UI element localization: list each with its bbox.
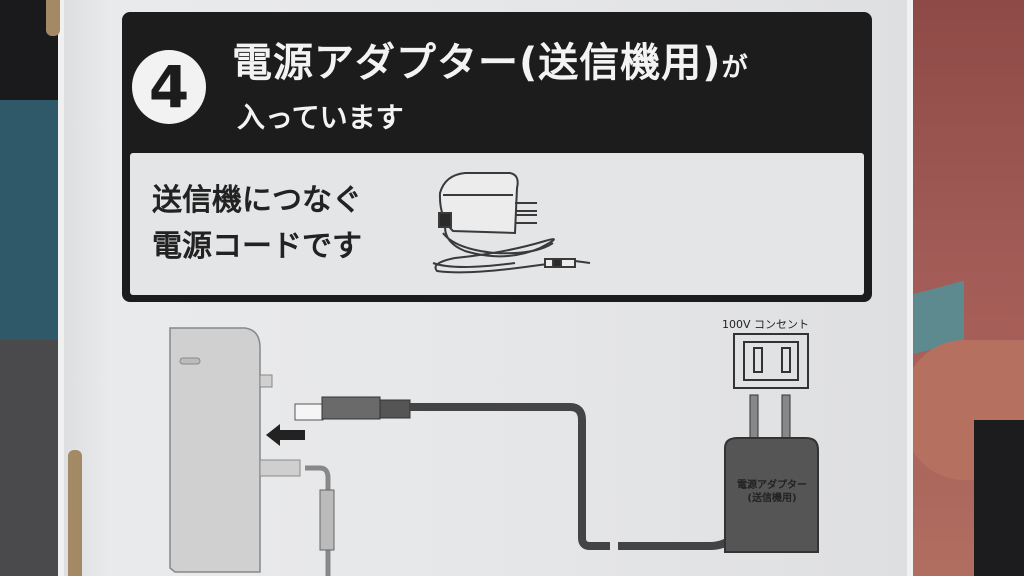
ac-adapter-icon [432,172,591,274]
banner-title-line1: 電源アダプター(送信機用)が [232,30,749,88]
description-line2: 電源コードです [152,229,362,264]
banner-title-line2: 入っています [237,101,404,134]
insert-arrow-icon [266,424,305,446]
title-text: 電源アダプター(送信機用) [232,40,722,86]
title-particle: が [721,53,749,83]
power-adapter-icon [724,437,819,553]
description-line1: 送信機につなぐ [152,183,362,218]
audio-cable [305,465,335,576]
transmitter-icon [169,327,301,573]
box-flap-top [46,0,60,36]
wall-outlet-icon [733,333,809,389]
adapter-label-line2: (送信機用) [747,493,797,504]
description-text: 送信機につなぐ 電源コードです [152,178,362,270]
box-flap-bottom [68,450,82,576]
dc-plug-cable [294,396,738,550]
outlet-label: 100V コンセント [722,318,810,331]
adapter-label-line1: 電源アダプター [737,480,807,491]
watch-strap [974,420,1024,576]
adapter-label: 電源アダプター (送信機用) [727,479,817,505]
step-number: 4 [148,53,190,121]
connection-diagram [169,327,819,576]
step-number-badge: 4 [132,50,206,124]
